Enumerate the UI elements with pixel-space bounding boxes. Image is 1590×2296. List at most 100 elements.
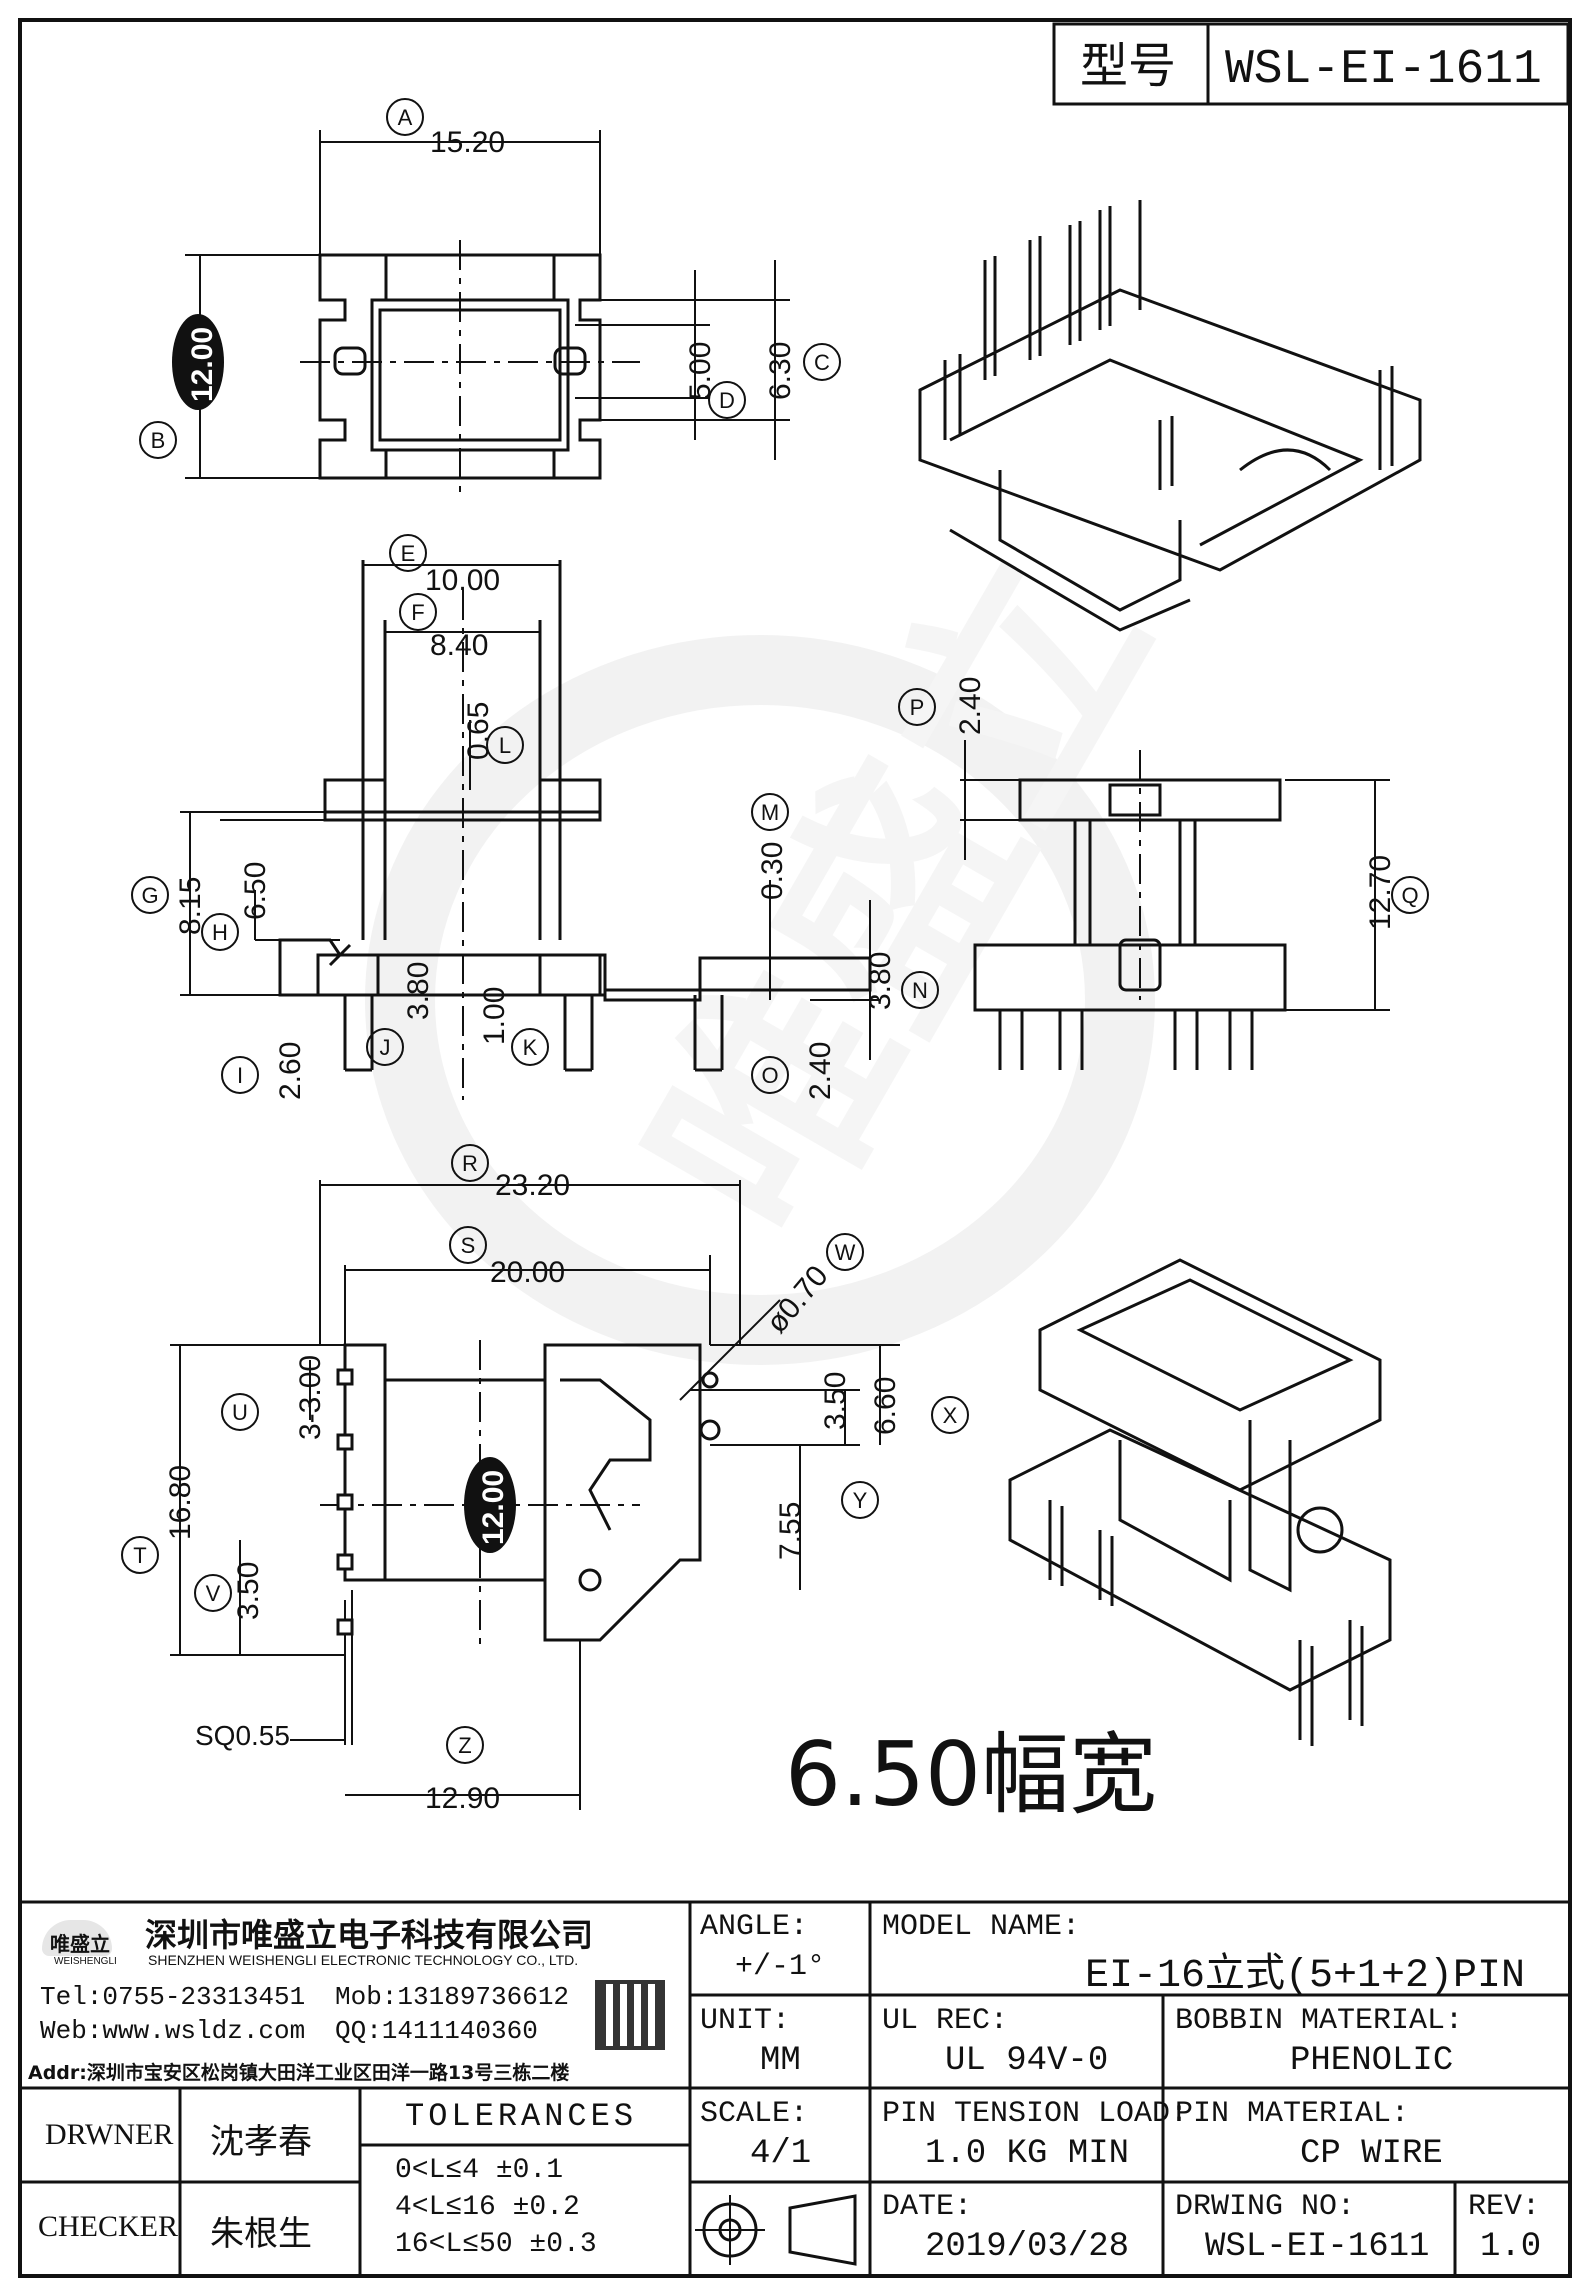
ul-value: UL 94V-0 [945,2042,1109,2080]
title-block-grid [20,1900,1570,2276]
dim-J-value: 3.80 [402,962,435,1020]
svg-text:G: G [141,883,158,908]
svg-text:K: K [523,1035,538,1060]
dim-F-value: 8.40 [430,629,488,662]
dim-X-value: 6.60 [869,1377,902,1435]
projection-symbol-icon [695,2194,857,2266]
qr-code [595,1980,665,2050]
center-dim-oval-bottom [464,1457,516,1553]
svg-text:M: M [761,800,779,825]
svg-text:Z: Z [458,1733,471,1758]
tolerances-title: TOLERANCES [405,2098,638,2135]
svg-text:V: V [206,1581,221,1606]
svg-text:Y: Y [853,1488,868,1513]
svg-text:Q: Q [1401,883,1418,908]
side-view [960,740,1390,1070]
dim-K-value: 1.00 [478,987,511,1045]
unit-label: UNIT: [700,2004,791,2038]
pin-material-value: CP WIRE [1300,2135,1443,2173]
tolerance-row-1: 0<L≤4 ±0.1 [395,2155,564,2186]
svg-text:F: F [411,600,424,625]
svg-text:R: R [462,1151,478,1176]
model-header-value: WSL-EI-1611 [1225,43,1542,97]
callouts [121,98,1429,1764]
tolerance-row-3: 16<L≤50 ±0.3 [395,2229,597,2260]
drawing-no-value: WSL-EI-1611 [1205,2228,1430,2266]
angle-value: +/-1° [735,1950,826,1984]
company-name-en: SHENZHEN WEISHENGLI ELECTRONIC TECHNOLOG… [148,1952,579,1968]
model-name-label: MODEL NAME: [882,1910,1081,1944]
date-label: DATE: [882,2190,973,2224]
drawer-label: DRWNER [45,2118,174,2151]
company-name-cn: 深圳市唯盛立电子科技有限公司 [145,1916,594,1954]
dim-L-value: 0.65 [462,702,495,760]
dim-P-value: 2.40 [954,677,987,735]
company-mob: Mob:13189736612 [335,1982,570,2012]
dim-sq-value: SQ0.55 [195,1720,290,1751]
checker-label: CHECKER [38,2210,179,2243]
svg-text:E: E [401,541,416,566]
svg-text:H: H [212,920,228,945]
date-value: 2019/03/28 [925,2228,1130,2266]
angle-label: ANGLE: [700,1910,809,1944]
scale-label: SCALE: [700,2097,809,2131]
unit-value: MM [760,2042,801,2080]
tension-label: PIN TENSION LOAD: [882,2097,1189,2131]
width-note: 6.50幅宽 [785,1723,1157,1826]
svg-text:N: N [912,978,928,1003]
dim-U-value: 3-3.00 [294,1355,327,1440]
bobbin-value: PHENOLIC [1290,2042,1454,2080]
rev-value: 1.0 [1480,2228,1542,2266]
front-view [180,560,880,1100]
company-address: Addr:深圳市宝安区松岗镇大田洋工业区田洋一路13号三栋二楼 [28,2062,570,2084]
iso-view-top [918,200,1422,632]
dim-T-value: 16.80 [164,1465,197,1540]
model-name-value: EI-16立式(5+1+2)PIN [1085,1954,1526,1999]
dim-O-value: 2.40 [804,1042,837,1100]
tension-value: 1.0 KG MIN [925,2135,1130,2173]
company-logo: 唯盛立 WEISHENGLI [32,1912,132,1972]
dim-Y-value: 3.50 [819,1372,852,1430]
svg-text:S: S [461,1233,476,1258]
bobbin-label: BOBBIN MATERIAL: [1175,2004,1464,2038]
model-header-label: 型号 [1080,38,1176,94]
dim-B-value: 12.00 [186,327,219,402]
dim-C-value: 6.30 [764,342,797,400]
center-dim-oval-top [172,314,224,410]
svg-text:U: U [232,1400,248,1425]
svg-text:J: J [380,1035,391,1060]
drawer-value: 沈孝春 [210,2122,312,2162]
checker-value: 朱根生 [210,2214,312,2254]
dim-S-value: 20.00 [490,1256,565,1289]
dim-center-value: 12.00 [477,1470,510,1545]
svg-text:P: P [910,695,925,720]
dim-M-value: 0.30 [756,842,789,900]
company-tel: Tel:0755-23313451 [40,1982,306,2012]
svg-text:X: X [943,1403,958,1428]
pin-slots [336,1368,354,1636]
pin-material-label: PIN MATERIAL: [1175,2097,1410,2131]
dim-I-value: 2.60 [274,1042,307,1100]
svg-text:D: D [719,388,735,413]
drawing-no-label: DRWING NO: [1175,2190,1356,2224]
scale-value: 4/1 [750,2135,812,2173]
logo-subtext: WEISHENGLI [54,1956,117,1967]
dim-Z-value: 12.90 [425,1782,500,1815]
dim-y2-value: 7.55 [774,1502,807,1560]
svg-text:L: L [499,733,511,758]
dim-E-value: 10.00 [425,564,500,597]
dim-H-value: 6.50 [239,862,272,920]
dim-G-value: 8.15 [174,877,207,935]
dim-N-value: 3.80 [864,952,897,1010]
tolerance-row-2: 4<L≤16 ±0.2 [395,2192,580,2223]
dim-A-value: 15.20 [430,126,505,159]
company-qq: QQ:1411140360 [335,2016,538,2046]
svg-text:W: W [835,1240,856,1265]
dim-V-value: 3.50 [232,1562,265,1620]
svg-text:T: T [133,1543,146,1568]
svg-text:A: A [398,105,413,130]
rev-label: REV: [1468,2190,1541,2224]
logo-text: 唯盛立 [50,1932,110,1956]
